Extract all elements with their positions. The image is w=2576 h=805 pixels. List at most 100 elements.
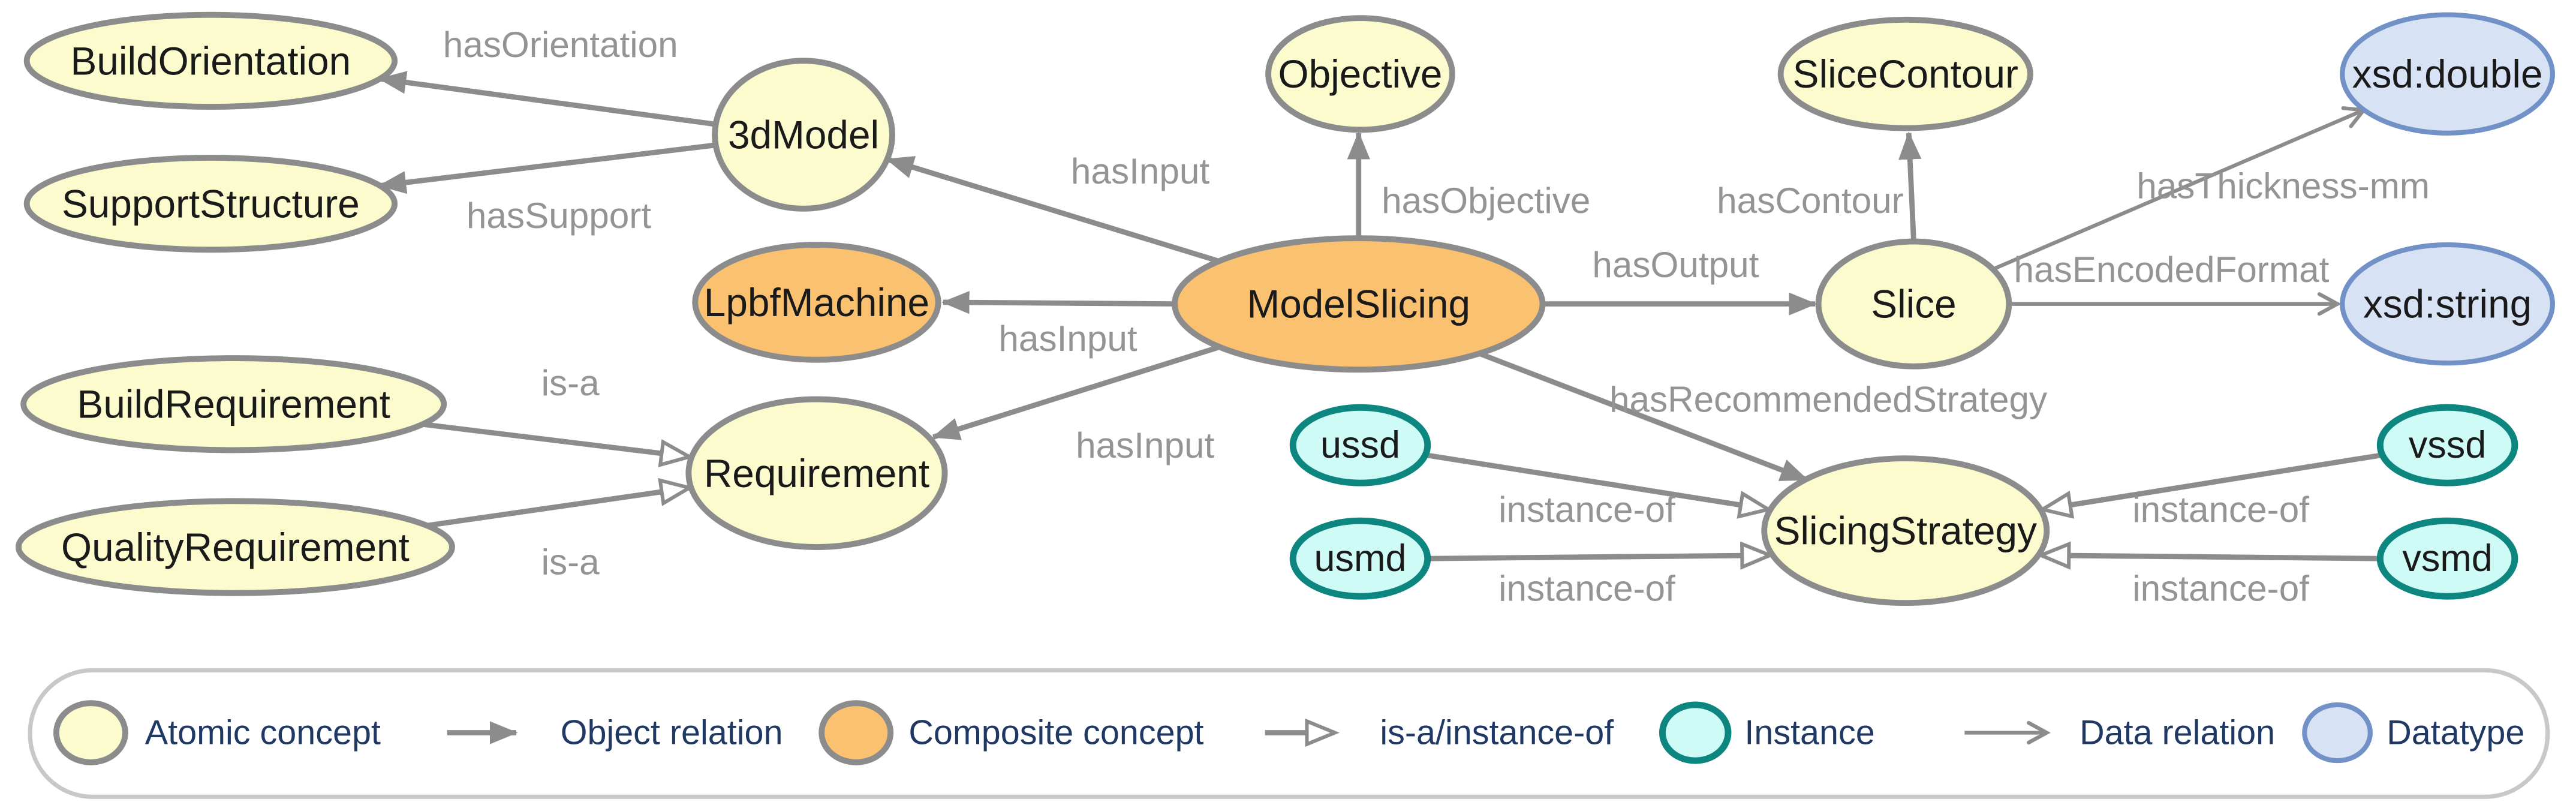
node-shape-xsd-string	[2340, 242, 2555, 366]
legend-label-composite-concept: Composite concept	[908, 713, 1203, 752]
edge-label-instance-of-vsmd: instance-of	[2132, 567, 2309, 608]
node-build-orientation: BuildOrientation	[23, 11, 398, 110]
node-shape-vsmd	[2376, 517, 2518, 600]
edge-is-a-quality-requirement: is-a	[425, 488, 688, 582]
edge-line-is-a-build-requirement	[419, 421, 688, 457]
node-label-model-slicing: ModelSlicing	[1247, 282, 1470, 326]
legend-atomic-concept-ellipse	[53, 700, 128, 765]
edge-has-contour: hasContour	[1717, 131, 1922, 242]
node-label-slice: Slice	[1871, 282, 1956, 326]
legend-label-object-relation: Object relation	[561, 713, 783, 752]
edge-has-objective: hasObjective	[1347, 131, 1590, 239]
edge-line-has-input-lpbf-machine	[941, 291, 1175, 314]
edge-has-support: hasSupport	[378, 142, 720, 236]
edge-line-has-input-3d-model	[886, 156, 1220, 264]
node-shape-ussd	[1289, 404, 1431, 486]
edge-label-is-a-quality-requirement: is-a	[541, 542, 600, 582]
legend-label-is-a-instance-of: is-a/instance-of	[1380, 713, 1614, 752]
edge-label-instance-of-vssd: instance-of	[2132, 489, 2309, 530]
edge-line-instance-of-usmd	[1427, 555, 1770, 558]
node-shape-vssd	[2376, 404, 2518, 486]
edge-label-has-encoded-format: hasEncodedFormat	[2014, 249, 2330, 290]
node-build-requirement: BuildRequirement	[20, 355, 447, 453]
edge-line-instance-of-vsmd	[2042, 555, 2381, 558]
node-vssd: vssd	[2376, 404, 2518, 486]
legend-label-instance: Instance	[1744, 713, 1874, 752]
node-ussd: ussd	[1289, 404, 1431, 486]
node-shape-lpbf-machine	[692, 242, 941, 363]
node-xsd-string: xsd:string	[2340, 242, 2555, 366]
node-label-vssd: vssd	[2409, 424, 2487, 466]
node-slice-contour: SliceContour	[1777, 16, 2033, 131]
edge-has-thickness-mm: hasThickness-mm	[1991, 106, 2430, 272]
nodes-layer: BuildOrientation SupportStructure 3dMode…	[15, 11, 2555, 606]
node-label-3d-model: 3dModel	[728, 113, 879, 157]
edge-line-is-a-quality-requirement	[425, 488, 688, 528]
node-label-support-structure: SupportStructure	[62, 182, 360, 226]
edge-instance-of-vssd: instance-of	[2044, 452, 2382, 530]
edge-label-has-input-requirement: hasInput	[1076, 425, 1214, 465]
edge-has-input-lpbf-machine: hasInput	[941, 291, 1175, 359]
node-model-slicing: ModelSlicing	[1172, 235, 1546, 373]
node-shape-model-slicing	[1172, 235, 1546, 373]
edge-instance-of-vsmd: instance-of	[2042, 555, 2381, 608]
node-slice: Slice	[1815, 238, 2012, 370]
node-usmd: usmd	[1289, 517, 1431, 600]
edge-has-encoded-format: hasEncodedFormat	[2009, 249, 2342, 316]
edge-is-a-build-requirement: is-a	[419, 362, 688, 456]
node-label-usmd: usmd	[1314, 537, 1406, 579]
edge-label-has-support: hasSupport	[467, 195, 651, 236]
node-label-build-orientation: BuildOrientation	[71, 38, 351, 83]
node-lpbf-machine: LpbfMachine	[692, 242, 941, 363]
node-label-slicing-strategy: SlicingStrategy	[1774, 509, 2037, 553]
node-shape-slice	[1815, 238, 2012, 370]
node-label-objective: Objective	[1278, 52, 1443, 96]
edge-label-has-orientation: hasOrientation	[443, 24, 678, 65]
edge-line-has-contour	[1898, 131, 1922, 242]
edge-line-has-input-requirement	[931, 344, 1222, 440]
legend: Atomic concept Object relation Composite…	[28, 668, 2550, 799]
edges-layer: hasOrientation hasSupport hasInput hasOb…	[378, 24, 2430, 608]
node-vsmd: vsmd	[2376, 517, 2518, 600]
node-label-requirement: Requirement	[704, 451, 929, 495]
edge-has-input-requirement: hasInput	[931, 344, 1222, 465]
edge-label-has-objective: hasObjective	[1382, 180, 1590, 221]
node-label-ussd: ussd	[1320, 424, 1400, 466]
edge-label-is-a-build-requirement: is-a	[541, 362, 600, 403]
edge-label-has-output: hasOutput	[1592, 244, 1759, 285]
edge-has-output: hasOutput	[1542, 244, 1817, 316]
node-shape-requirement	[685, 396, 948, 550]
node-label-xsd-string: xsd:string	[2363, 282, 2532, 326]
node-shape-3d-model	[712, 58, 895, 212]
node-shape-xsd-double	[2340, 12, 2555, 136]
edge-label-instance-of-usmd: instance-of	[1498, 567, 1675, 608]
node-requirement: Requirement	[685, 396, 948, 550]
node-support-structure: SupportStructure	[23, 154, 398, 253]
edge-has-input-3d-model: hasInput	[886, 151, 1220, 264]
edge-line-instance-of-vssd	[2044, 452, 2382, 509]
node-shape-support-structure	[23, 154, 398, 253]
edge-label-has-recommended-strategy: hasRecommendedStrategy	[1609, 379, 2047, 420]
legend-label-datatype: Datatype	[2387, 713, 2524, 752]
node-shape-build-orientation	[23, 11, 398, 110]
legend-label-atomic-concept: Atomic concept	[145, 713, 381, 752]
legend-instance-ellipse	[1659, 701, 1732, 764]
edge-line-has-thickness-mm	[1991, 106, 2367, 272]
legend-composite-concept-ellipse	[818, 700, 894, 765]
node-slicing-strategy: SlicingStrategy	[1761, 455, 2050, 606]
node-shape-slicing-strategy	[1761, 455, 2050, 606]
node-shape-build-requirement	[20, 355, 447, 453]
edge-label-has-thickness-mm: hasThickness-mm	[2136, 165, 2430, 206]
legend-datatype-ellipse	[2302, 702, 2373, 764]
node-shape-slice-contour	[1777, 16, 2033, 131]
edge-line-has-recommended-strategy	[1477, 350, 1809, 482]
edge-line-has-support	[378, 142, 720, 194]
edge-has-orientation: hasOrientation	[378, 24, 720, 128]
node-label-xsd-double: xsd:double	[2352, 52, 2543, 96]
edge-instance-of-ussd: instance-of	[1425, 452, 1768, 530]
node-shape-quality-requirement	[15, 498, 455, 596]
edge-instance-of-usmd: instance-of	[1427, 555, 1770, 608]
edge-has-recommended-strategy: hasRecommendedStrategy	[1477, 350, 2047, 482]
edge-line-has-orientation	[378, 71, 720, 128]
